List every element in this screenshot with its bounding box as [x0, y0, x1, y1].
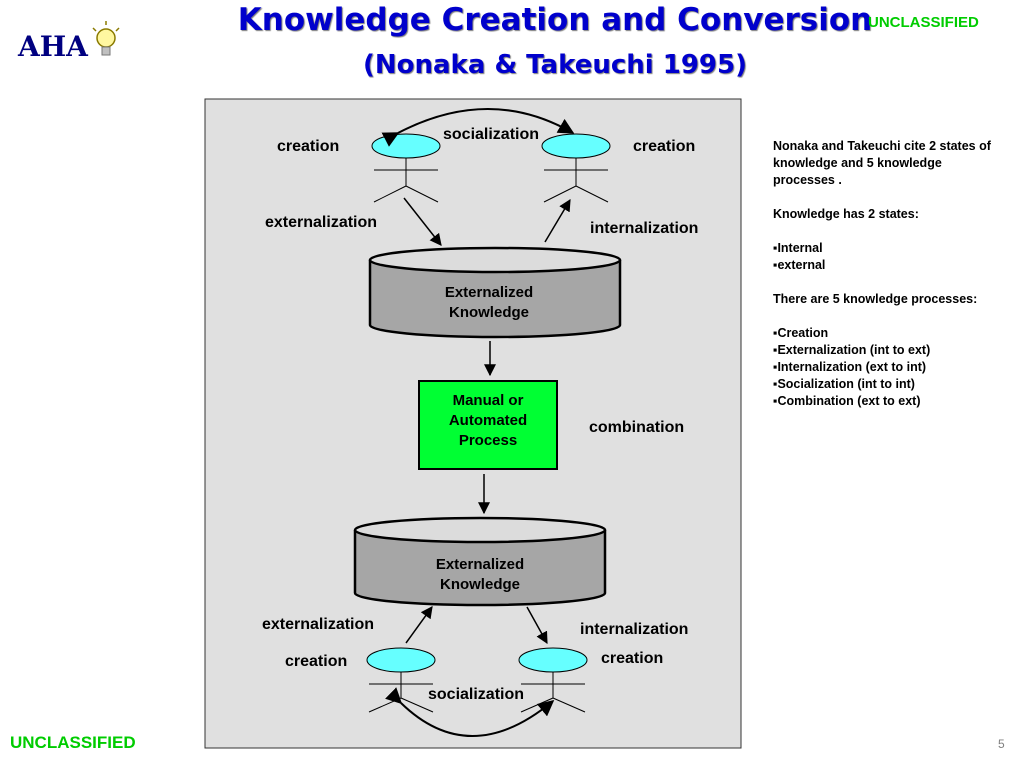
notes-processes-heading: There are 5 knowledge processes: [773, 292, 978, 306]
classification-bottom: UNCLASSIFIED [10, 733, 136, 752]
socialization-arrow-bottom [385, 687, 555, 737]
list-item: Externalization (int to ext) [773, 342, 1003, 359]
top-internalization-label: internalization [590, 220, 698, 237]
externalized-knowledge-store-top: Externalized Knowledge [368, 246, 622, 339]
aha-logo: AHA [17, 21, 120, 63]
svg-text:Externalized: Externalized [436, 556, 524, 573]
list-item: external [773, 257, 1003, 274]
externalization-arrow-top [403, 197, 442, 246]
logo-text: AHA [17, 30, 89, 63]
list-item: Socialization (int to int) [773, 376, 1003, 393]
page-number: 5 [998, 737, 1005, 751]
svg-text:Knowledge: Knowledge [440, 576, 520, 593]
top-socialization-label: socialization [443, 126, 539, 143]
socialization-arrow-top [381, 108, 575, 147]
svg-text:Automated: Automated [449, 412, 527, 429]
svg-text:Knowledge: Knowledge [449, 304, 529, 321]
bottom-right-creation-label: creation [601, 650, 663, 667]
externalized-knowledge-store-bottom: Externalized Knowledge [353, 516, 607, 607]
internalization-arrow-bottom [526, 606, 548, 645]
notes-processes-list: Creation Externalization (int to ext) In… [773, 325, 1003, 410]
bottom-internalization-label: internalization [580, 621, 688, 638]
process-box: Manual or Automated Process [418, 380, 558, 470]
bottom-externalization-label: externalization [262, 616, 374, 633]
internalization-arrow-top [544, 198, 571, 243]
top-right-creation-label: creation [633, 138, 695, 155]
top-left-creation-label: creation [277, 138, 339, 155]
notes-states-heading: Knowledge has 2 states: [773, 207, 919, 221]
list-item: Internalization (ext to int) [773, 359, 1003, 376]
svg-text:Process: Process [459, 432, 517, 449]
notes-intro: Nonaka and Takeuchi cite 2 states of kno… [773, 139, 991, 187]
bottom-left-creation-label: creation [285, 653, 347, 670]
combination-label: combination [589, 419, 684, 436]
classification-top: UNCLASSIFIED [868, 14, 979, 31]
svg-text:Manual or: Manual or [453, 392, 524, 409]
top-externalization-label: externalization [265, 214, 377, 231]
notes-panel: Nonaka and Takeuchi cite 2 states of kno… [773, 138, 1003, 427]
list-item: Combination (ext to ext) [773, 393, 1003, 410]
svg-text:Externalized: Externalized [445, 284, 533, 301]
list-item: Creation [773, 325, 1003, 342]
bottom-socialization-label: socialization [428, 686, 524, 703]
lightbulb-icon [92, 21, 120, 56]
list-item: Internal [773, 240, 1003, 257]
externalization-arrow-bottom [405, 606, 433, 644]
page-title: Knowledge Creation and Conversion [237, 2, 873, 38]
page-subtitle: (Nonaka & Takeuchi 1995) [363, 50, 747, 80]
notes-states-list: Internal external [773, 240, 1003, 274]
